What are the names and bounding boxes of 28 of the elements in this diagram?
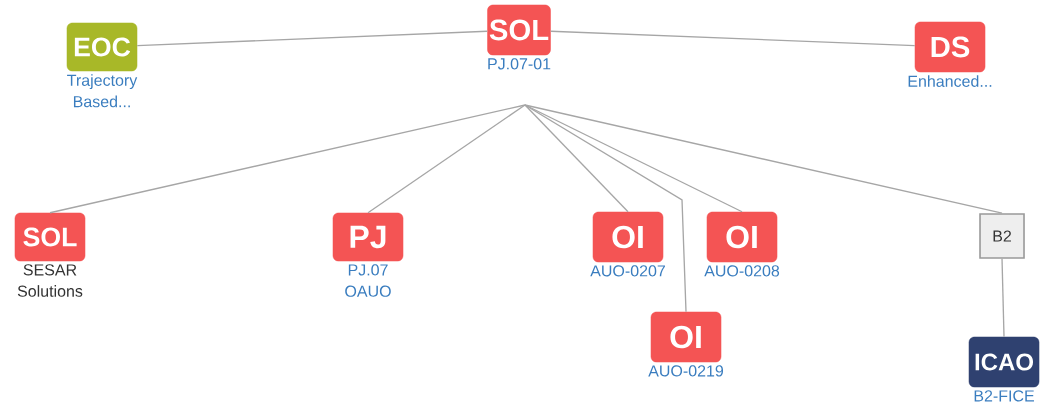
- node-caption: B2-FICE: [974, 390, 1034, 402]
- connector-line: [524, 104, 629, 213]
- connector-line: [524, 104, 1003, 214]
- concept-box: OI: [706, 211, 778, 263]
- node-caption: Enhanced...: [908, 75, 992, 87]
- concept-box: SOL: [14, 212, 86, 262]
- node-caption: Trajectory Based...: [67, 74, 138, 108]
- node-caption: AUO-0219: [648, 365, 724, 377]
- node-caption: AUO-0207: [590, 265, 665, 277]
- connector-line: [524, 104, 743, 213]
- connector-line: [136, 30, 488, 47]
- connector-line: [550, 30, 916, 47]
- node-caption: SESAR Solutions: [17, 264, 83, 297]
- concept-box: EOC: [66, 22, 138, 72]
- connector-line: [524, 104, 687, 313]
- concept-box: OI: [650, 311, 722, 363]
- concept-box: SOL: [487, 4, 551, 56]
- group-box: B2: [979, 213, 1025, 259]
- concept-box: PJ: [332, 212, 404, 262]
- connector-line: [49, 104, 526, 214]
- node-caption: PJ.07-01: [488, 58, 551, 70]
- concept-box: DS: [914, 21, 986, 73]
- concept-box: ICAO: [968, 336, 1040, 388]
- node-caption: AUO-0208: [704, 265, 780, 277]
- node-caption: PJ.07 OAUO: [345, 264, 391, 297]
- connector-line: [367, 104, 526, 214]
- concept-box: OI: [592, 211, 664, 263]
- connector-line: [1001, 258, 1005, 338]
